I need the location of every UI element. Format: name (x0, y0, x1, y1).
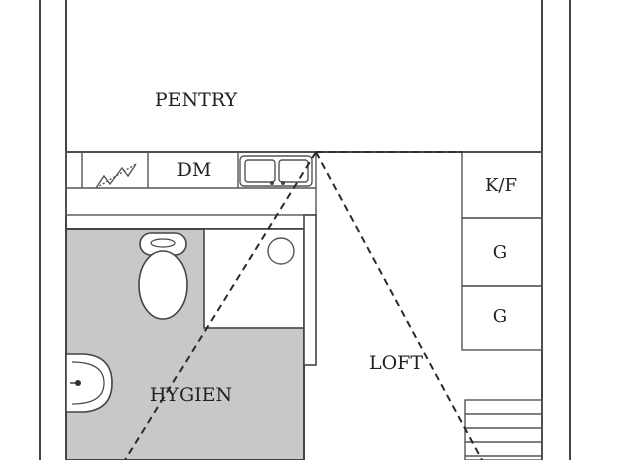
pentry-label: PENTRY (155, 89, 238, 111)
sink-icon (239, 155, 313, 187)
g-lower-label: G (493, 306, 507, 327)
dishwasher-icon (95, 163, 137, 189)
kf-label: K/F (485, 175, 517, 196)
toilet-icon (138, 232, 188, 320)
loft-label: LOFT (369, 352, 423, 374)
hygien-label: HYGIEN (150, 384, 232, 406)
dm-label: DM (177, 159, 212, 181)
washbasin-icon (65, 353, 113, 413)
loft-outline (124, 151, 483, 460)
shower (203, 228, 305, 329)
kitchen-counter (65, 151, 317, 216)
shower-drain-icon (267, 237, 295, 265)
bathroom-partition (303, 214, 317, 366)
right-cabinets (461, 151, 543, 351)
g-upper-label: G (493, 242, 507, 263)
